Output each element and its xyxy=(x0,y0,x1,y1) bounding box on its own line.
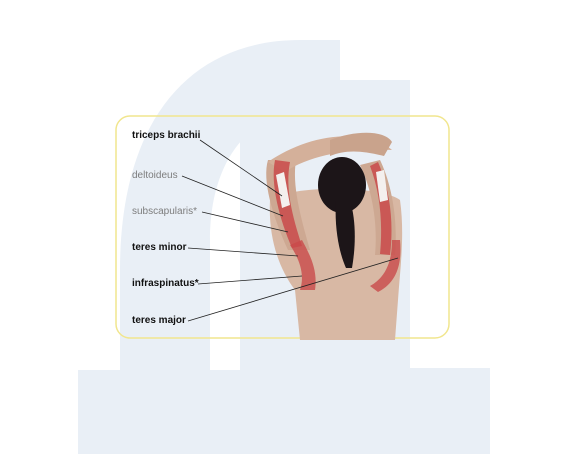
watermark-t-base xyxy=(300,368,490,454)
label-triceps-brachii: triceps brachii xyxy=(132,130,201,141)
label-subscapularis: subscapularis* xyxy=(132,206,198,217)
leader-line-triceps xyxy=(199,139,283,197)
figure xyxy=(266,132,403,340)
right-triceps-muscle xyxy=(370,162,392,255)
right-tendon xyxy=(376,170,388,202)
label-teres-minor: teres minor xyxy=(132,242,187,253)
watermark-logo xyxy=(78,40,490,454)
right-forearm xyxy=(330,132,392,156)
leader-line-infraspinatus xyxy=(197,275,303,285)
leader-line-subscapularis xyxy=(201,211,289,233)
right-teres-muscle xyxy=(370,240,401,292)
watermark-f-base xyxy=(78,370,268,454)
label-teres-major: teres major xyxy=(132,315,186,326)
label-deltoideus: deltoideus xyxy=(132,170,178,181)
leader-line-teres-major xyxy=(187,257,399,322)
ponytail xyxy=(335,200,355,268)
watermark-f-stem xyxy=(120,40,340,454)
head-hair xyxy=(318,157,366,213)
leader-line-teres-minor xyxy=(187,247,299,257)
label-infraspinatus: infraspinatus* xyxy=(132,278,199,289)
left-tendon xyxy=(276,172,290,208)
teres-muscle xyxy=(290,240,316,290)
leader-line-deltoideus xyxy=(181,175,284,217)
label-frame xyxy=(115,115,450,339)
leader-lines xyxy=(181,139,399,322)
